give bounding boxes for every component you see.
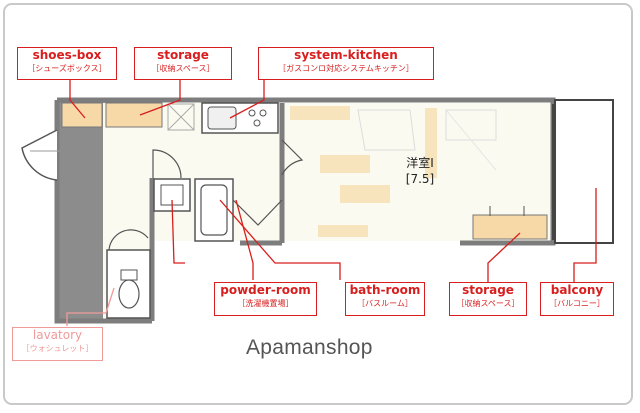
bath-room-door: [232, 199, 283, 226]
shoes-box-label-en: shoes-box: [32, 48, 102, 62]
storage-top-cabinet: [105, 102, 163, 128]
powder-room-label-en: powder-room: [220, 283, 311, 297]
powder-room-label: powder-room ［洗濯機置場］: [214, 282, 317, 316]
western-room-label: 洋室Ⅰ [7.5]: [380, 155, 460, 187]
storage-top-label: storage ［収納スペース］: [134, 47, 232, 80]
toilet: [118, 279, 140, 309]
balcony-label: balcony ［バルコニー］: [540, 282, 614, 316]
kitchen-sink: [207, 106, 237, 130]
storage-top-label-jp: ［収納スペース］: [151, 64, 215, 73]
room-door: [281, 139, 304, 176]
bath-room-label-en: bath-room: [349, 283, 421, 297]
leader-lines: [69, 80, 597, 283]
bath-room-label: bath-room ［バスルーム］: [345, 282, 425, 316]
furniture-table: [340, 185, 390, 203]
storage-bottom-label: storage ［収納スペース］: [449, 282, 527, 316]
storage-bottom-label-en: storage: [462, 283, 514, 297]
entrance-wall-block: [57, 98, 103, 321]
bathtub: [200, 184, 228, 236]
brand-logo-text: Apamanshop: [246, 336, 373, 359]
balcony-label-jp: ［バルコニー］: [549, 299, 605, 308]
system-kitchen-label-en: system-kitchen: [294, 48, 398, 62]
shoes-box-label-jp: ［シューズボックス］: [27, 64, 107, 73]
storage-bottom-cabinet: [472, 214, 548, 240]
western-room-name: 洋室Ⅰ: [406, 156, 434, 170]
entrance-door: [21, 129, 58, 181]
balcony-label-en: balcony: [550, 283, 604, 297]
western-room-size: [7.5]: [405, 172, 435, 186]
balcony-area: [554, 99, 614, 244]
lavatory-label-en: lavatory: [32, 328, 83, 342]
system-kitchen-label: system-kitchen ［ガスコンロ対応システムキッチン］: [258, 47, 434, 80]
shoes-box-label: shoes-box ［シューズボックス］: [17, 47, 117, 80]
lavatory-leader: [66, 287, 115, 326]
powder-room-label-jp: ［洗濯機置場］: [237, 299, 294, 308]
lavatory-label-jp: ［ウォシュレット］: [21, 344, 94, 353]
furniture-shelf: [290, 106, 350, 120]
furniture-low-shelf: [318, 225, 368, 237]
furniture-rack: [425, 108, 437, 178]
system-kitchen-label-jp: ［ガスコンロ対応システムキッチン］: [278, 64, 414, 73]
storage-bottom-label-jp: ［収納スペース］: [456, 299, 520, 308]
small-cupboard: [167, 103, 195, 131]
lavatory-label: lavatory ［ウォシュレット］: [12, 327, 103, 361]
powder-room-door: [152, 149, 182, 179]
furniture-desk: [320, 155, 370, 173]
storage-top-label-en: storage: [157, 48, 209, 62]
bath-room-label-jp: ［バスルーム］: [357, 299, 413, 308]
